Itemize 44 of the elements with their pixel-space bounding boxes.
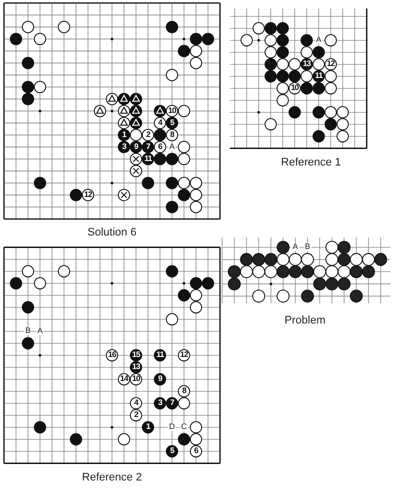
move-number: 6 [157,143,164,151]
move-number: 10 [167,107,178,115]
move-number: 7 [145,143,152,151]
move-number: 2 [133,411,140,420]
move-number: 4 [157,119,164,127]
point-label: B [304,243,312,252]
point-label: A [36,327,44,336]
move-number: 12 [326,60,336,68]
diagram-caption: Solution 6 [88,228,136,238]
move-number: 9 [157,375,164,384]
point-label: A [168,143,176,151]
diagram-caption: Problem [284,316,326,326]
point-label: B [24,327,32,336]
move-number: 10 [290,84,300,92]
move-number: 10 [131,375,142,384]
point-label: A [315,36,322,44]
move-number: 11 [314,72,324,80]
point-label: C [180,423,188,432]
move-number: 15 [131,351,142,360]
move-number: 1 [145,423,152,432]
move-number: 3 [121,143,128,151]
move-number: 14 [119,375,130,384]
move-number: 11 [143,155,153,163]
move-number: 1 [121,131,128,139]
move-number: 13 [131,363,142,372]
point-label: A [292,243,299,252]
move-number: 5 [169,119,176,127]
move-number: 4 [133,399,140,408]
move-number: 2 [145,131,152,139]
move-number: 5 [169,447,176,456]
move-number: 8 [181,387,188,396]
move-number: 12 [179,351,190,360]
move-number: 12 [83,191,94,199]
move-number: 3 [157,399,164,408]
diagram-caption: Reference 2 [82,472,142,484]
move-number: 7 [169,399,176,408]
move-number: 8 [169,131,176,139]
move-number: 11 [155,351,165,360]
move-number: 16 [107,351,118,360]
move-number: 9 [133,143,140,151]
move-number: 13 [302,60,312,68]
move-number: 6 [193,447,200,456]
diagram-caption: Reference 1 [281,158,341,168]
point-label: D [168,423,176,432]
